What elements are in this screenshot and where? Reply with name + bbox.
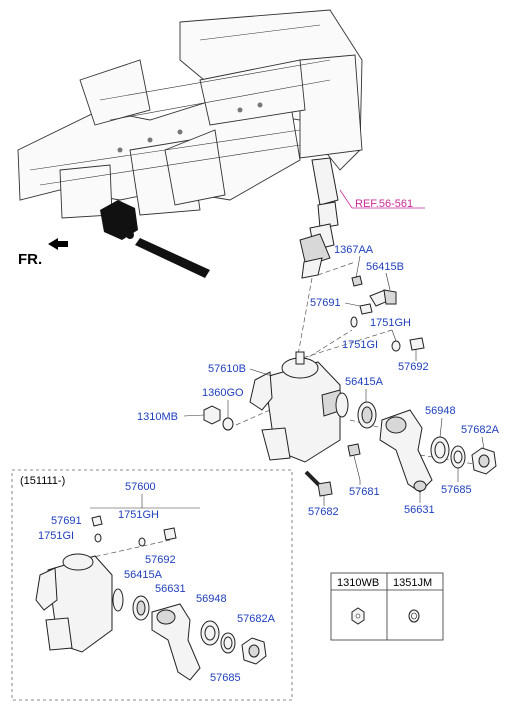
inset-callout-57685: 57685	[210, 672, 241, 684]
legend-header-1310wb: 1310WB	[337, 577, 379, 589]
inset-callout-57682a: 57682A	[237, 613, 276, 625]
inset-callout-56948: 56948	[196, 593, 227, 605]
gear-location-marker	[100, 200, 210, 278]
inset-callout-1751gi: 1751GI	[38, 530, 74, 542]
inset-callout-56631: 56631	[155, 583, 186, 595]
callout-1360go: 1360GO	[202, 387, 244, 399]
inset-callout-57600: 57600	[125, 481, 156, 493]
fastener-legend-table: 1310WB 1351JM	[330, 572, 444, 641]
bolt-56415b-illustration	[369, 289, 397, 307]
callout-1751gi: 1751GI	[342, 339, 378, 351]
washer-56948-illustration	[430, 436, 450, 464]
callout-56631: 56631	[404, 504, 435, 516]
front-direction-label: FR.	[18, 251, 42, 268]
callout-56415a: 56415A	[345, 376, 384, 388]
washer-1351jm-icon	[408, 609, 420, 623]
callout-56415b: 56415B	[366, 261, 404, 273]
washer-1360go-illustration	[222, 417, 234, 431]
callout-57681: 57681	[349, 486, 380, 498]
nut-1310wb-icon	[351, 607, 365, 625]
callout-1367aa: 1367AA	[334, 244, 374, 256]
plug-57691-illustration	[359, 303, 373, 315]
inset-callout-56415a: 56415A	[124, 569, 163, 581]
inset-callout-57691: 57691	[51, 515, 82, 527]
nut-1367aa-illustration	[351, 275, 363, 287]
washer-1751gh-illustration	[391, 340, 401, 352]
steering-gear-box-illustration	[249, 351, 349, 463]
pitman-arm-56631-illustration	[379, 409, 433, 493]
front-direction-indicator: FR.	[18, 238, 68, 268]
callout-1751gh: 1751GH	[370, 317, 411, 329]
callout-57685: 57685	[441, 484, 472, 496]
nut-57682a-illustration	[471, 447, 497, 475]
plug-57692-illustration	[409, 337, 425, 351]
callout-57691: 57691	[310, 297, 341, 309]
arrow-left-icon	[48, 238, 68, 250]
callout-56948: 56948	[425, 405, 456, 417]
inset-header: (151111-)	[20, 475, 65, 487]
bolt-57682-illustration	[304, 470, 333, 497]
legend-header-1351jm: 1351JM	[393, 577, 432, 589]
inset-variant-box: (151111-) 57600 57691 1751GH 1751GI 5769…	[11, 469, 293, 701]
callout-57682: 57682	[308, 506, 339, 518]
inset-callout-57692: 57692	[145, 554, 176, 566]
callout-1310mb: 1310MB	[137, 411, 178, 423]
callout-57610b: 57610B	[208, 363, 246, 375]
washer-1751gi-illustration	[350, 316, 358, 328]
steering-column-illustration	[299, 157, 339, 279]
seal-56415a-illustration	[357, 401, 377, 429]
callout-57682a: 57682A	[461, 424, 500, 436]
main-callouts: 1367AA 56415B 57691 1751GH 1751GI 57692 …	[137, 244, 500, 518]
bolt-57681-illustration	[347, 443, 361, 481]
callout-57692: 57692	[398, 361, 429, 373]
lockwasher-57685-illustration	[450, 445, 466, 469]
nut-1310mb-illustration	[203, 405, 221, 425]
chassis-frame-illustration	[17, 9, 363, 219]
reference-callout: REF.56-561	[355, 198, 413, 210]
inset-callout-1751gh: 1751GH	[118, 509, 159, 521]
